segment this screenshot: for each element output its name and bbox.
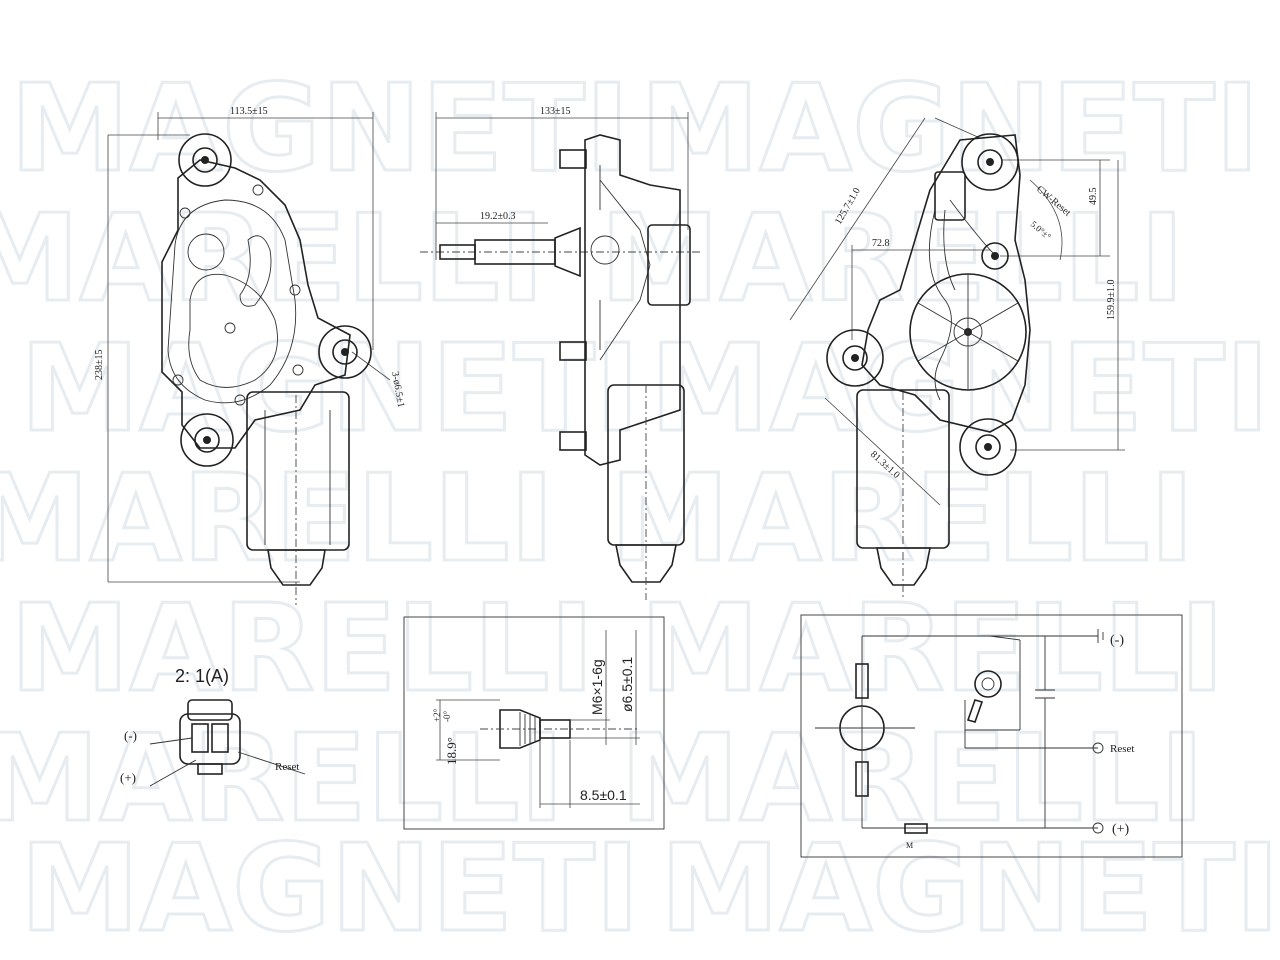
watermark-row-7b: MAGNETI — [660, 820, 1280, 959]
shaft-detail-frame — [403, 616, 665, 830]
watermark-row-5: MARELLI — [10, 580, 594, 719]
watermark-row-2b: MARELLI — [600, 190, 1184, 329]
shaft-left-dim: 18.9° — [444, 737, 459, 765]
shaft-length-dim: 8.5±0.1 — [580, 787, 627, 803]
shaft-tol-top: +2° — [432, 708, 442, 722]
connector-scale-label: 2: 1(A) — [175, 666, 229, 686]
watermark-row-1b: MAGNETI — [640, 60, 1260, 199]
front-width-dim: 113.5±15 — [230, 106, 268, 117]
rear-view: 125.7±1.0 72.8 49.5 159.9±1.0 81.3±1.0 C… — [789, 117, 1125, 600]
schematic-minus-label: (-) — [1110, 633, 1124, 648]
watermark-row-5b: MARELLI — [640, 580, 1224, 719]
side-shaft-dim: 19.2±0.3 — [480, 211, 516, 222]
rear-offset-dim: 72.8 — [872, 238, 890, 249]
schematic-resistor-label: M — [906, 841, 913, 850]
watermark-row-4: MARELLI — [0, 450, 554, 589]
schematic-reset-label: Reset — [1110, 743, 1134, 755]
connector-detail: 2: 1(A) (-) (+) Reset — [120, 666, 306, 787]
watermark-row-6b: MARELLI — [620, 710, 1204, 849]
schematic-plus-label: (+) — [1112, 822, 1130, 837]
watermark-row-7: MAGNETI — [20, 820, 640, 959]
shaft-thread-dim: M6×1-6g — [589, 659, 605, 715]
schematic-frame — [800, 614, 1183, 858]
shaft-diameter-dim: ø6.5±0.1 — [619, 657, 635, 712]
front-height-dim: 238±15 — [94, 350, 105, 381]
watermark-row-4b: MARELLI — [610, 450, 1194, 589]
front-view: 113.5±15 238±15 3-ø6.5±1 — [94, 106, 406, 605]
watermark-row-1: MAGNETI — [10, 60, 630, 199]
schematic: (-) M (+) Reset — [800, 614, 1183, 858]
connector-reset-label: Reset — [275, 761, 299, 773]
rear-right-big-dim: 159.9±1.0 — [1106, 280, 1117, 321]
connector-minus-label: (-) — [124, 728, 137, 743]
connector-plus-label: (+) — [120, 770, 136, 785]
rear-right-small-dim: 49.5 — [1088, 188, 1099, 206]
side-width-dim: 133±15 — [540, 106, 571, 117]
shaft-tol-bottom: -0° — [442, 711, 452, 722]
watermark-row-6: MARELLI — [0, 710, 564, 849]
shaft-detail: 18.9° +2° -0° M6×1-6g ø6.5±0.1 8.5±0.1 — [403, 616, 665, 830]
side-view: 133±15 19.2±0.3 — [420, 106, 700, 600]
